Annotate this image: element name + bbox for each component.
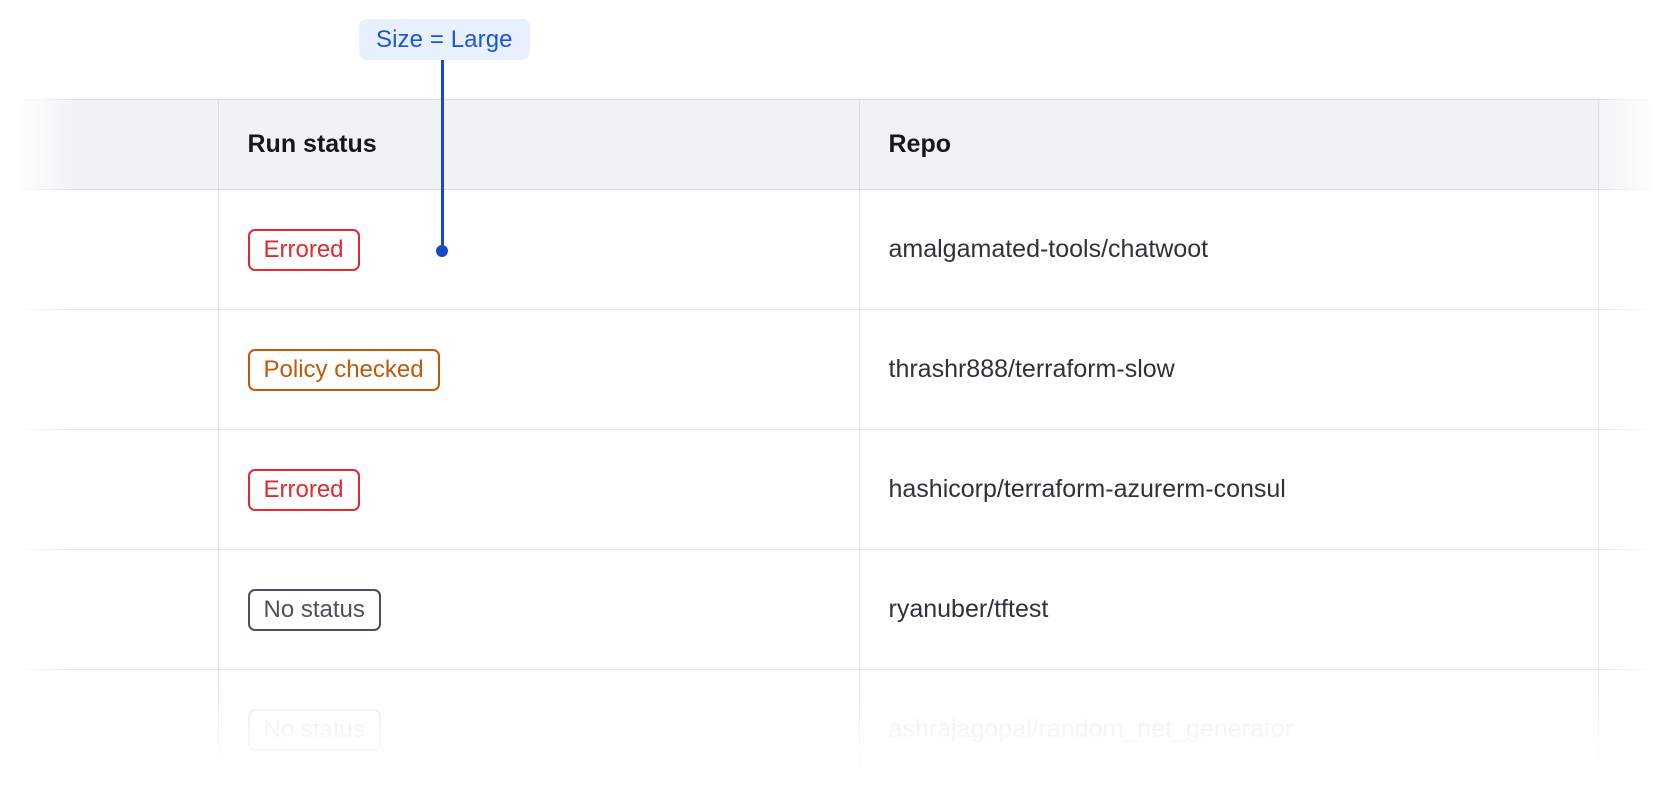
table-row[interactable]: Policy checked thrashr888/terraform-slow [0,309,1672,430]
repo-cell[interactable]: hashicorp/terraform-azurerm-consul [859,429,1599,550]
column-header-repo[interactable]: Repo [859,99,1599,190]
row-tail-cell [1598,549,1672,670]
run-status-cell: Errored [218,429,860,550]
row-spacer-cell [0,669,219,788]
runs-table: Run status Repo Errored amalgamated-tools… [0,99,1672,788]
repo-cell[interactable]: ashrajagopal/random_net_generator [859,669,1599,788]
status-badge[interactable]: No status [247,588,381,631]
run-status-cell: No status [218,549,860,670]
status-badge[interactable]: Errored [247,228,360,271]
runs-table-header: Run status Repo [0,99,1672,190]
table-row[interactable]: No status ashrajagopal/random_net_generat… [0,669,1672,788]
status-badge[interactable]: No status [247,708,381,751]
row-tail-cell [1598,309,1672,430]
column-header-run-status[interactable]: Run status [218,99,860,190]
table-row[interactable]: No status ryanuber/tftest [0,549,1672,670]
status-badge[interactable]: Errored [247,468,360,511]
status-badge[interactable]: Policy checked [247,348,440,391]
size-annotation-label: Size = Large [376,25,513,53]
annotation-pointer-line [441,57,444,251]
repo-cell[interactable]: amalgamated-tools/chatwoot [859,189,1599,310]
repo-cell[interactable]: ryanuber/tftest [859,549,1599,670]
column-header-tail [1598,99,1672,190]
runs-table-container[interactable]: Run status Repo Errored amalgamated-tools… [0,99,1672,788]
row-tail-cell [1598,669,1672,788]
table-row[interactable]: Errored hashicorp/terraform-azurerm-consu… [0,429,1672,550]
repo-cell[interactable]: thrashr888/terraform-slow [859,309,1599,430]
row-spacer-cell [0,309,219,430]
size-annotation-callout: Size = Large [359,19,530,60]
row-spacer-cell [0,189,219,310]
run-status-cell: Errored [218,189,860,310]
column-header-spacer [0,99,219,190]
header-row: Run status Repo [0,99,1672,190]
run-status-cell: No status [218,669,860,788]
row-tail-cell [1598,429,1672,550]
annotation-pointer-dot [436,245,448,257]
run-status-cell: Policy checked [218,309,860,430]
table-row[interactable]: Errored amalgamated-tools/chatwoot [0,189,1672,310]
row-spacer-cell [0,549,219,670]
row-tail-cell [1598,189,1672,310]
row-spacer-cell [0,429,219,550]
